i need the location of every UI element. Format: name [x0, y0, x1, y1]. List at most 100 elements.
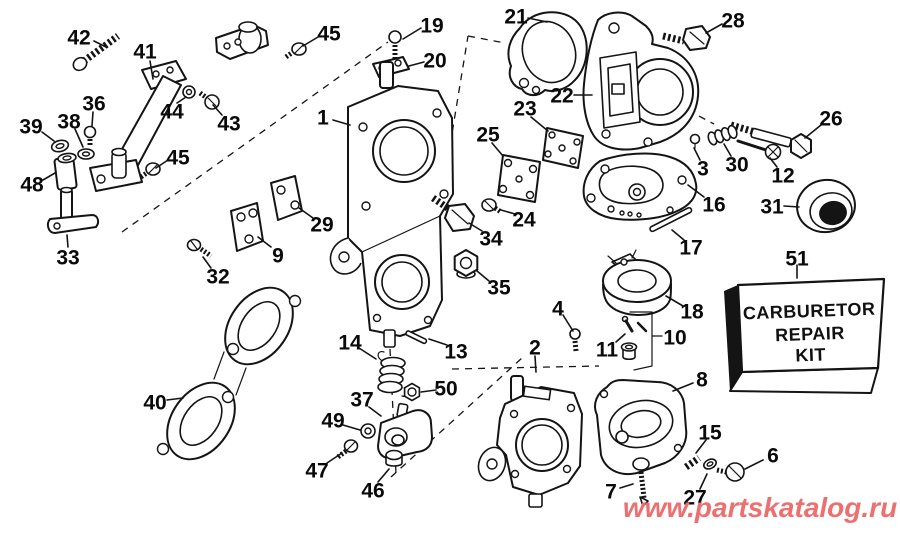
leader-line-36: [91, 111, 94, 127]
part-26-bolt: [730, 121, 812, 159]
callout-46: 46: [361, 480, 384, 503]
leader-line-41: [149, 60, 154, 80]
callout-39: 39: [19, 116, 42, 139]
bracket-group-10: [629, 311, 663, 371]
leader-line-19: [402, 27, 422, 40]
callout-34: 34: [479, 228, 503, 251]
part-7-screw: [632, 457, 650, 507]
callout-16: 16: [702, 194, 725, 217]
callout-26: 26: [819, 108, 842, 131]
callout-31: 31: [760, 196, 784, 219]
callout-8: 8: [696, 369, 708, 392]
leader-line-29: [298, 207, 314, 219]
part-23-plate: [542, 127, 584, 169]
part-24-screw: [481, 198, 503, 215]
callout-10: 10: [663, 327, 686, 350]
callout-23: 23: [513, 98, 536, 121]
part-22-cover: [582, 11, 700, 151]
callout-43: 43: [217, 113, 240, 136]
part-50-nut: [403, 382, 421, 402]
part-41-lever-bracket: [89, 21, 269, 192]
part-31-cup: [796, 178, 856, 234]
kit-text-line3: KIT: [795, 344, 826, 365]
leader-line-28: [705, 23, 723, 34]
leader-line-3: [693, 147, 701, 161]
leader-line-37: [368, 406, 382, 417]
part-19-screw: [388, 30, 402, 59]
leader-line-47: [326, 452, 343, 464]
callout-17: 17: [679, 237, 702, 260]
leader-line-9: [257, 236, 272, 248]
callout-13: 13: [444, 341, 467, 364]
callout-32: 32: [206, 266, 229, 289]
part-15-plug: [684, 455, 701, 470]
leader-line-20: [408, 61, 425, 67]
callout-33: 33: [56, 247, 79, 270]
leader-line-1: [332, 119, 351, 126]
part-30-spring: [707, 124, 738, 146]
leader-line-45: [155, 159, 169, 169]
leader-line-25: [491, 142, 504, 157]
callout-37: 37: [350, 389, 373, 412]
repair-kit-box: CARBURETOR REPAIR KIT: [724, 277, 886, 394]
kit-text-line2: REPAIR: [775, 323, 845, 345]
part-12-mixture-needle: [736, 139, 782, 161]
leader-line-31: [783, 205, 800, 208]
part-32-screw: [186, 238, 213, 259]
callout-18: 18: [680, 301, 704, 324]
part-4-screw: [569, 328, 581, 352]
leader-line-11: [615, 333, 626, 343]
leader-line-14: [358, 347, 377, 360]
callout-22: 22: [550, 85, 573, 108]
part-47-screw: [336, 439, 359, 459]
callout-27: 27: [683, 487, 706, 510]
part-38-washer: [77, 148, 95, 160]
leader-line-24: [500, 209, 516, 215]
leader-line-40: [166, 397, 184, 401]
leader-line-50: [420, 389, 437, 393]
part-13-pin: [405, 330, 428, 345]
callout-11: 11: [596, 339, 619, 362]
leader-line-43: [212, 104, 223, 116]
leader-line-16: [687, 184, 705, 198]
callout-3: 3: [697, 158, 709, 181]
leader-line-30: [723, 143, 732, 157]
leader-line-44: [176, 96, 187, 104]
leader-line-34: [468, 222, 483, 232]
callout-41: 41: [133, 41, 157, 64]
callout-35: 35: [487, 277, 511, 300]
leader-line-35: [476, 270, 490, 282]
part-2-carburetor-body: [477, 375, 583, 508]
callout-20: 20: [423, 50, 446, 73]
part-17-rod: [649, 206, 693, 233]
callout-24: 24: [512, 209, 536, 232]
callout-38: 38: [57, 111, 81, 134]
callout-9: 9: [272, 245, 284, 268]
part-8-float-bowl: [594, 379, 688, 475]
part-45-screw-a: [139, 162, 161, 180]
part-39-washer: [50, 139, 70, 153]
callout-48: 48: [20, 174, 44, 197]
callout-19: 19: [420, 15, 443, 38]
leader-line-21: [527, 17, 548, 23]
leader-line-23: [530, 116, 549, 132]
leader-line-49: [342, 424, 361, 431]
leader-line-33: [66, 234, 69, 248]
part-28-bolt: [662, 25, 711, 51]
leader-line-18: [665, 295, 684, 307]
callout-50: 50: [434, 378, 457, 401]
part-6-screw: [716, 462, 745, 482]
leader-line-2: [534, 355, 537, 373]
part-1-carburetor-body: [329, 61, 454, 348]
leader-line-13: [428, 338, 448, 346]
part-11-needle-valve: [621, 315, 648, 333]
part-40-gasket: [156, 286, 302, 461]
part-16-gasket: [582, 152, 698, 221]
part-37-clamp: [377, 402, 433, 460]
leader-line-38: [74, 128, 84, 148]
watermark: www.partskatalog.ru: [623, 492, 897, 523]
callout-44: 44: [160, 101, 184, 124]
part-25-plate: [497, 154, 541, 203]
callout-36: 36: [82, 93, 105, 116]
